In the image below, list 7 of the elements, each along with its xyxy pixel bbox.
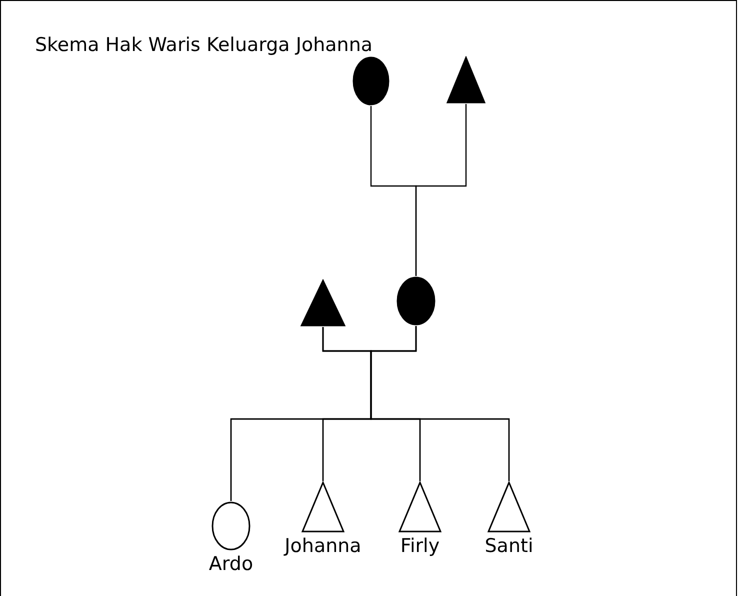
person-name: Santi [484,535,534,557]
family-line [415,104,467,276]
person-name: Johanna [284,535,362,557]
family-line [370,326,510,481]
person-name: Firly [400,535,440,557]
diagram-title: Skema Hak Waris Keluarga Johanna [35,34,373,56]
person-name: Ardo [208,553,254,575]
